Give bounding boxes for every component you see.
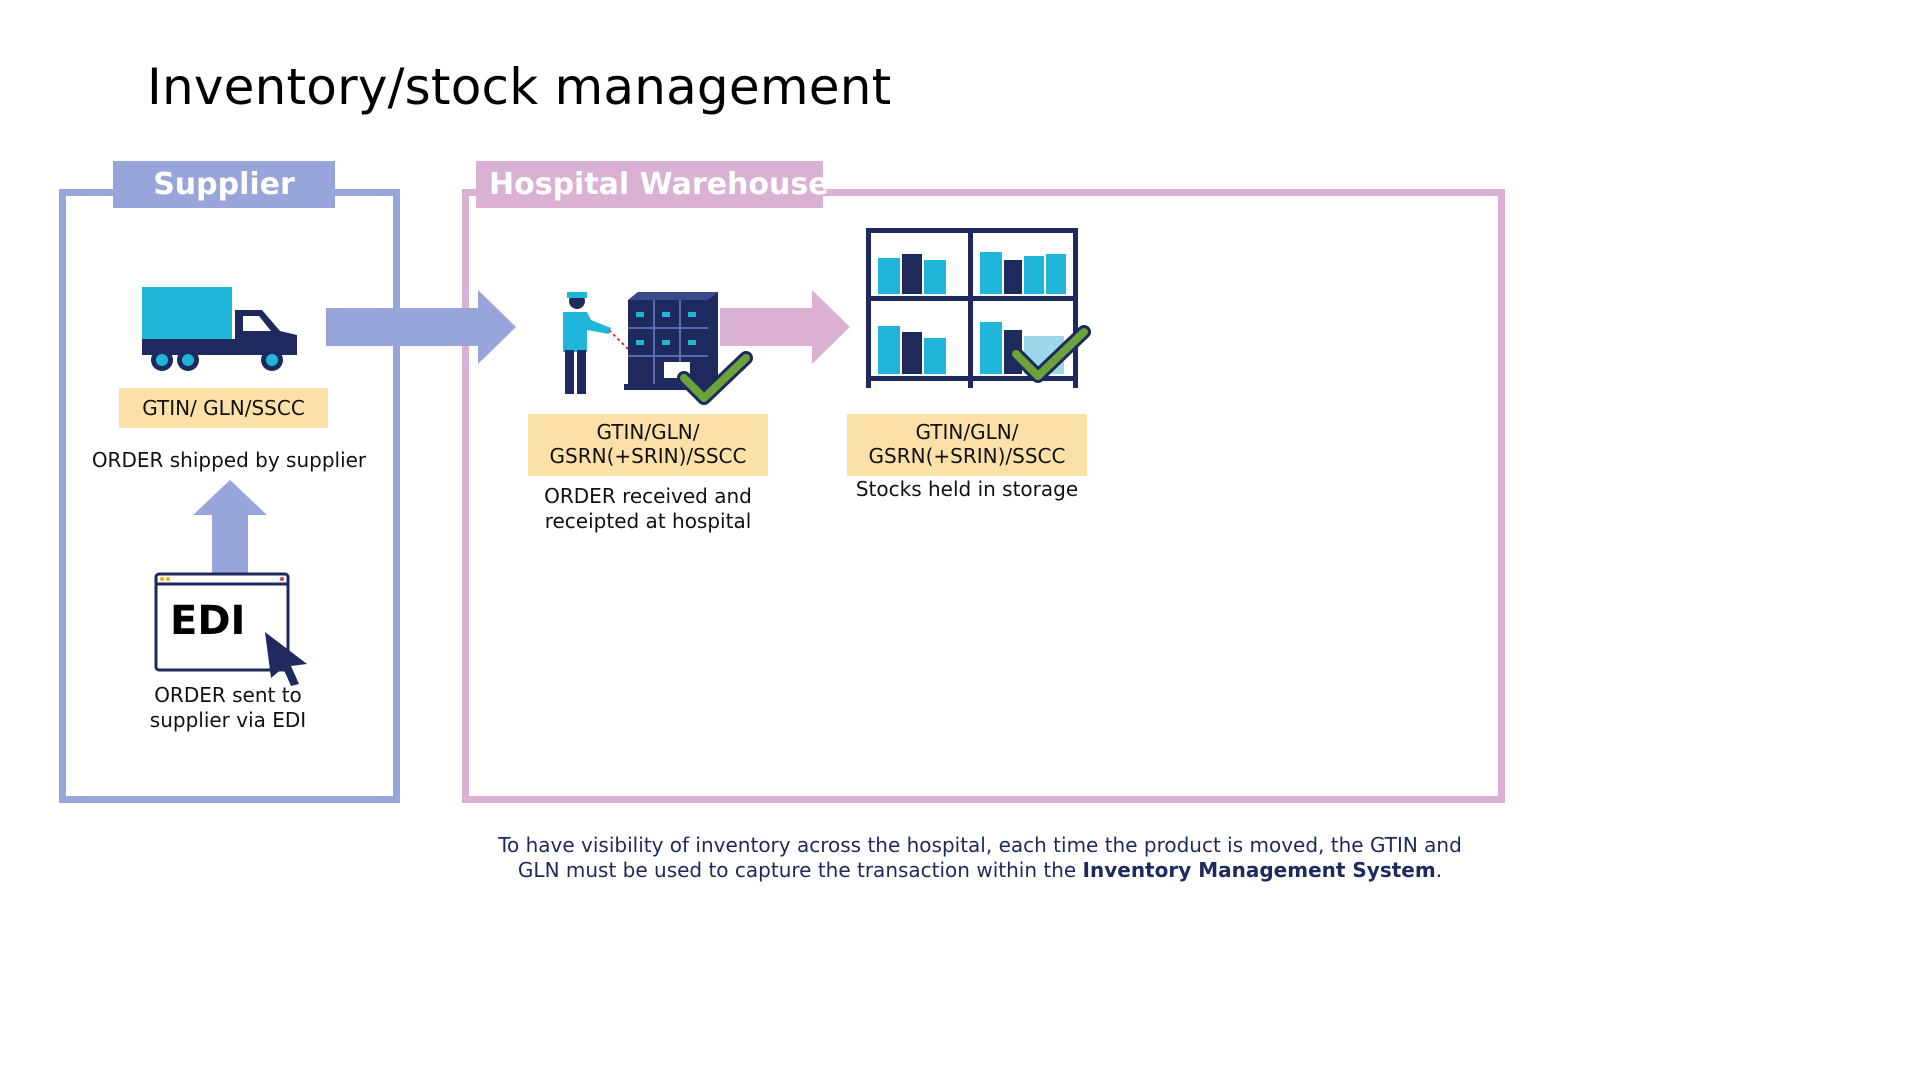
order-received-caption: ORDER received and receipted at hospital	[518, 484, 778, 534]
received-code-label: GTIN/GLN/ GSRN(+SRIN)/SSCC	[528, 414, 768, 476]
received-code-line1: GTIN/GLN/	[596, 420, 700, 444]
storage-shelves-icon	[866, 228, 1078, 388]
checkmark-icon	[1009, 325, 1091, 383]
mouse-pointer-icon	[265, 632, 307, 686]
edi-label: EDI	[170, 598, 246, 644]
storage-code-line2: GSRN(+SRIN)/SSCC	[868, 444, 1066, 468]
footer-line2-suffix: .	[1435, 858, 1443, 882]
storage-code-line1: GTIN/GLN/	[915, 420, 1019, 444]
arrow-up-icon	[193, 480, 267, 575]
arrow-right-icon	[720, 290, 850, 364]
footer-note: To have visibility of inventory across t…	[470, 833, 1490, 883]
supplier-tab: Supplier	[113, 161, 335, 208]
stocks-storage-caption: Stocks held in storage	[855, 477, 1079, 501]
footer-line2: GLN must be used to capture the transact…	[470, 858, 1490, 883]
order-received-caption-line1: ORDER received and	[544, 484, 752, 508]
pallet-boxes-icon	[624, 292, 720, 390]
arrow-right-icon	[326, 290, 516, 364]
order-received-caption-line2: receipted at hospital	[544, 509, 752, 533]
inventory-management-system-term: Inventory Management System	[1082, 858, 1436, 882]
hospital-warehouse-tab: Hospital Warehouse	[476, 161, 829, 208]
footer-line1: To have visibility of inventory across t…	[498, 833, 1462, 857]
order-sent-edi-caption-line2: supplier via EDI	[149, 708, 307, 732]
worker-scanning-icon	[563, 292, 632, 394]
page-title: Inventory/stock management	[147, 58, 892, 116]
truck-icon	[142, 287, 297, 371]
footer-line2-prefix: GLN must be used to capture the transact…	[517, 858, 1083, 882]
received-code-line2: GSRN(+SRIN)/SSCC	[549, 444, 747, 468]
order-sent-edi-caption: ORDER sent to supplier via EDI	[128, 683, 328, 733]
edi-window-icon	[154, 572, 290, 672]
supplier-code-label: GTIN/ GLN/SSCC	[119, 388, 328, 428]
order-sent-edi-caption-line1: ORDER sent to	[154, 683, 302, 707]
order-shipped-caption: ORDER shipped by supplier	[91, 448, 367, 472]
storage-code-label: GTIN/GLN/ GSRN(+SRIN)/SSCC	[847, 414, 1087, 476]
hospital-warehouse-panel	[462, 189, 1505, 803]
checkmark-icon	[677, 351, 753, 405]
